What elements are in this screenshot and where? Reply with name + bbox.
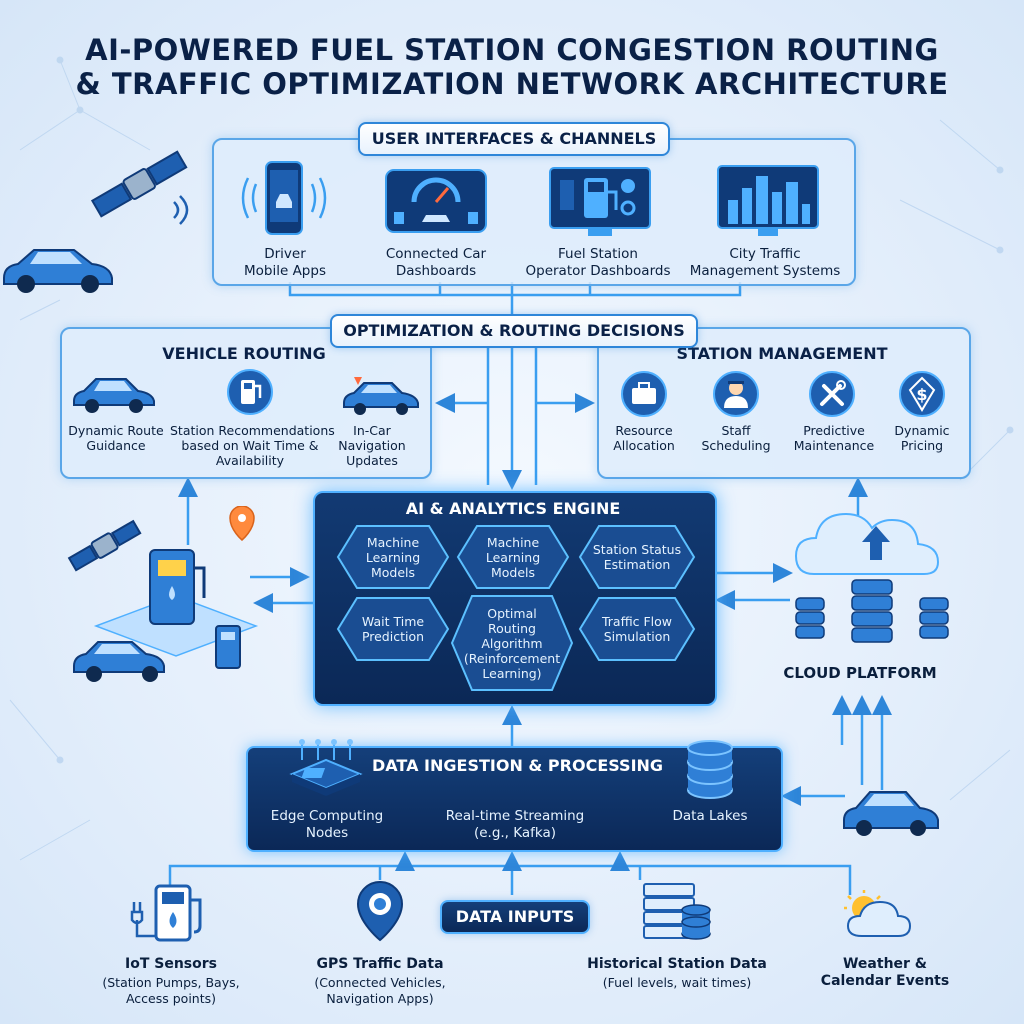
vr-in-car-2: Navigation (338, 438, 406, 453)
vr-in-car-3: Updates (346, 453, 398, 468)
weather-title: Weather & (842, 956, 928, 972)
sm-resource-2: Allocation (613, 438, 675, 453)
edge-computing-label-2: Nodes (305, 825, 349, 841)
ml-models-hex-2-line-2: Learning (485, 549, 541, 565)
weather-icon (844, 890, 912, 937)
gps-traffic-title: GPS Traffic Data (316, 956, 444, 972)
cloud-platform-icon (794, 512, 949, 643)
fuel-pump-monitor-icon (549, 167, 651, 236)
historical-data-sub-1: (Fuel levels, wait times) (602, 975, 752, 990)
data-inputs-header: DATA INPUTS (440, 900, 590, 934)
vr-dynamic-route-2: Guidance (86, 438, 146, 453)
routing-algorithm-hex-line-5: Learning) (482, 665, 542, 681)
ui-connected-car-label-2: Dashboards (395, 263, 477, 279)
fuel-pump-badge-icon (227, 369, 273, 415)
sm-predictive-1: Predictive (803, 423, 865, 438)
car-navigation-icon (343, 377, 419, 415)
gps-traffic-sub-1: (Connected Vehicles, (314, 975, 446, 990)
page-title-line2: & TRAFFIC OPTIMIZATION NETWORK ARCHITECT… (75, 67, 949, 101)
iot-pump-icon (130, 884, 202, 942)
ml-models-hex-1-line-2: Learning (365, 549, 421, 565)
satellite-icon (90, 150, 189, 225)
ui-driver-label-2: Mobile Apps (244, 263, 326, 279)
user-interfaces-header: USER INTERFACES & CHANNELS (358, 122, 670, 156)
sm-predictive-2: Maintenance (793, 438, 875, 453)
page-title-line1: AI-POWERED FUEL STATION CONGESTION ROUTI… (85, 33, 939, 67)
ui-fuel-station-label-2: Operator Dashboards (525, 263, 671, 279)
station-management-title: STATION MANAGEMENT (676, 344, 888, 363)
optimization-header: OPTIMIZATION & ROUTING DECISIONS (330, 314, 698, 348)
data-lakes-label: Data Lakes (672, 808, 748, 824)
vr-station-rec-1: Station Recommendations (170, 423, 335, 438)
ai-engine-title: AI & ANALYTICS ENGINE (405, 499, 621, 518)
data-ingestion-title: DATA INGESTION & PROCESSING (372, 756, 664, 775)
fuel-station-cluster-illustration (67, 506, 259, 682)
station-status-hex-line-2: Estimation (603, 557, 671, 572)
sm-pricing-2: Pricing (900, 438, 944, 453)
iot-sensors-sub-2: Access points) (125, 991, 217, 1006)
edge-computing-label-1: Edge Computing (270, 808, 384, 824)
streaming-label-1: Real-time Streaming (445, 808, 585, 824)
ui-connected-car-label-1: Connected Car (385, 246, 487, 262)
database-server-icon (643, 883, 711, 940)
iot-sensors-title: IoT Sensors (125, 956, 217, 972)
car-icon-right (843, 791, 939, 836)
sm-pricing-1: Dynamic (894, 423, 950, 438)
vr-station-rec-3: Availability (215, 453, 285, 468)
sm-staff-1: Staff (721, 423, 751, 438)
traffic-flow-hex-line-1: Traffic Flow (601, 614, 673, 629)
staff-icon (713, 371, 759, 417)
ml-models-hex-1-line-1: Machine (366, 534, 420, 550)
wrench-icon (809, 371, 855, 417)
weather-sub-1: Calendar Events (820, 973, 950, 989)
vr-in-car-1: In-Car (353, 423, 391, 438)
vr-dynamic-route-1: Dynamic Route (68, 423, 164, 438)
ui-city-traffic-label-1: City Traffic (729, 246, 801, 262)
ml-models-hex-2-line-3: Models (490, 564, 536, 580)
sm-resource-1: Resource (615, 423, 673, 438)
streaming-label-2: (e.g., Kafka) (473, 825, 557, 841)
city-monitor-icon (717, 165, 819, 236)
location-pin-icon (356, 880, 404, 942)
smartphone-icon (241, 161, 327, 235)
edge-node-icon (289, 739, 363, 796)
cloud-platform-label: CLOUD PLATFORM (783, 664, 937, 682)
gps-traffic-sub-2: Navigation Apps) (326, 991, 434, 1006)
route-guidance-car-icon (73, 378, 155, 413)
routing-algorithm-hex-line-4: (Reinforcement (463, 650, 561, 666)
vr-station-rec-2: based on Wait Time & (181, 438, 319, 453)
historical-data-title: Historical Station Data (587, 956, 767, 972)
svg-text:$: $ (916, 385, 927, 404)
routing-algorithm-hex-line-2: Routing (488, 620, 536, 636)
iot-sensors-sub-1: (Station Pumps, Bays, (102, 975, 240, 990)
car-icon (3, 249, 113, 293)
sm-staff-2: Scheduling (701, 438, 771, 453)
ml-models-hex-1-line-3: Models (370, 564, 416, 580)
station-status-hex-line-1: Station Status (592, 542, 682, 557)
data-lake-icon (687, 740, 733, 799)
vehicle-routing-title: VEHICLE ROUTING (162, 344, 326, 363)
briefcase-icon (621, 371, 667, 417)
routing-algorithm-hex-line-1: Optimal (487, 605, 537, 621)
ui-driver-label-1: Driver (264, 246, 306, 262)
ui-fuel-station-label-1: Fuel Station (558, 246, 638, 262)
car-dashboard-icon (385, 169, 487, 233)
traffic-flow-hex-line-2: Simulation (603, 629, 671, 644)
routing-algorithm-hex-line-3: Algorithm (481, 635, 543, 651)
dollar-icon: $ (899, 371, 945, 417)
wait-time-hex-line-1: Wait Time (361, 614, 425, 629)
wait-time-hex-line-2: Prediction (361, 629, 425, 644)
ml-models-hex-2-line-1: Machine (486, 534, 540, 550)
ui-city-traffic-label-2: Management Systems (689, 263, 841, 279)
